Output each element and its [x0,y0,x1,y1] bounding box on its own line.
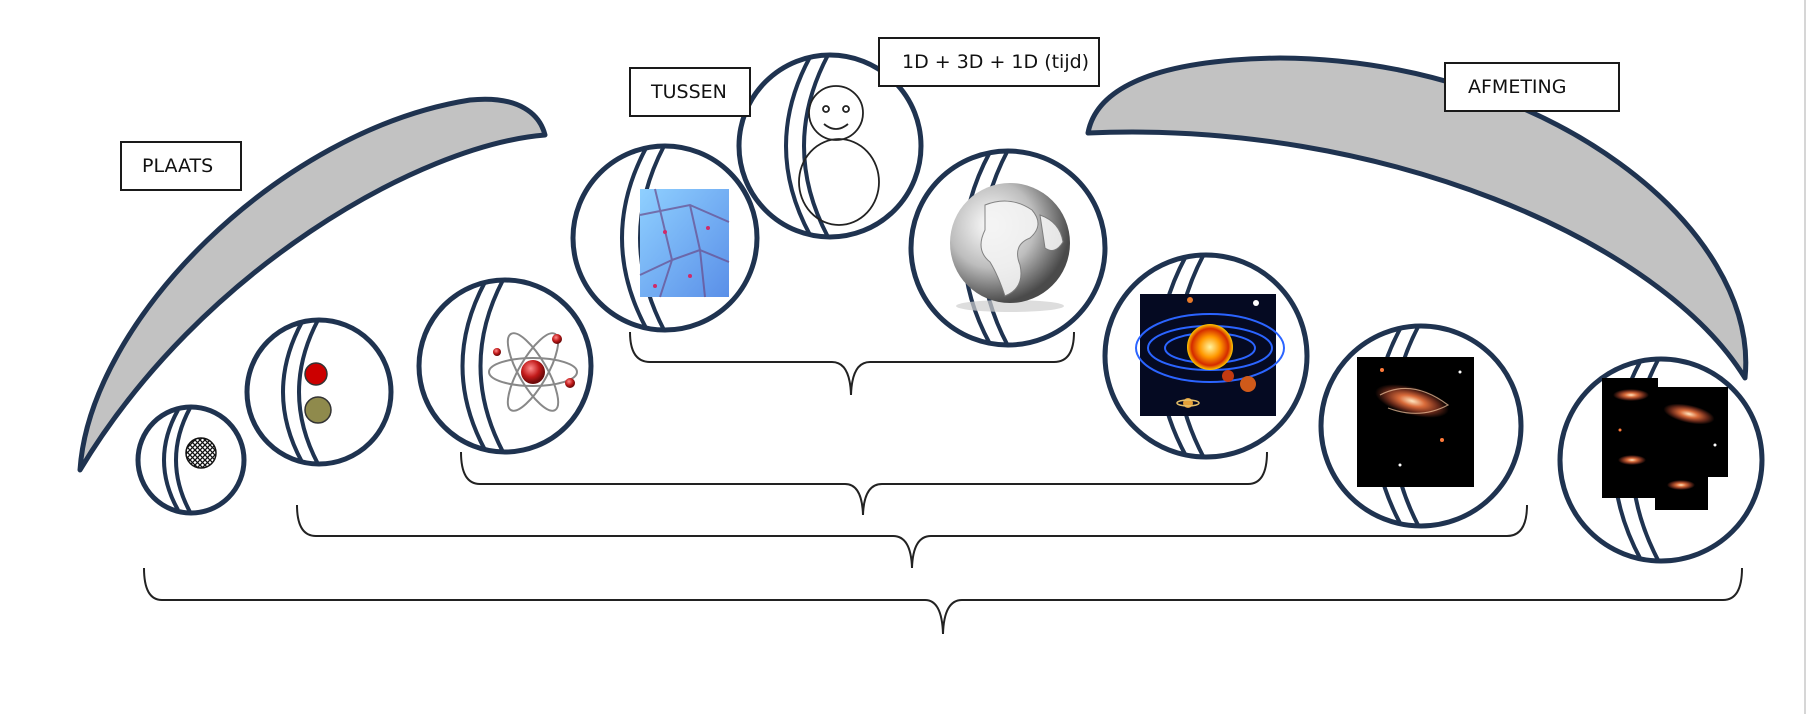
bracket-third [296,504,1528,569]
label-dimensions: 1D + 3D + 1D (tijd) [878,37,1100,87]
sphere-universe [1557,356,1765,564]
atom-icon [488,332,578,412]
cell-tissue-icon [639,188,730,298]
solar-system-icon [1135,294,1285,416]
sphere-subatomic [135,404,247,516]
label-tussen-text: TUSSEN [651,81,727,103]
label-plaats: PLAATS [120,141,242,191]
left-crescent-arc [77,96,548,473]
sphere-solar-system [1102,252,1310,460]
label-plaats-text: PLAATS [142,155,214,177]
bracket-inner [629,331,1075,396]
bracket-second [460,451,1268,516]
sphere-atom [416,277,594,455]
stick-figure-icon [798,85,880,226]
grid-particle-icon [185,437,217,469]
bracket-outer [143,567,1743,635]
sphere-cells [570,143,760,333]
page-edge-divider [1804,0,1806,714]
label-tussen: TUSSEN [629,67,751,117]
globe-icon [950,183,1070,312]
label-afmeting: AFMETING [1444,62,1620,112]
two-particles-icon [304,362,332,424]
sphere-human [736,52,924,240]
galaxies-icon [1602,378,1728,510]
sphere-galaxy [1318,323,1524,529]
sphere-earth [908,148,1108,348]
label-dimensions-text: 1D + 3D + 1D (tijd) [902,51,1090,73]
galaxy-icon [1357,357,1474,487]
label-afmeting-text: AFMETING [1468,76,1567,98]
sphere-particles [244,317,394,467]
right-crescent-arc [1085,55,1749,381]
